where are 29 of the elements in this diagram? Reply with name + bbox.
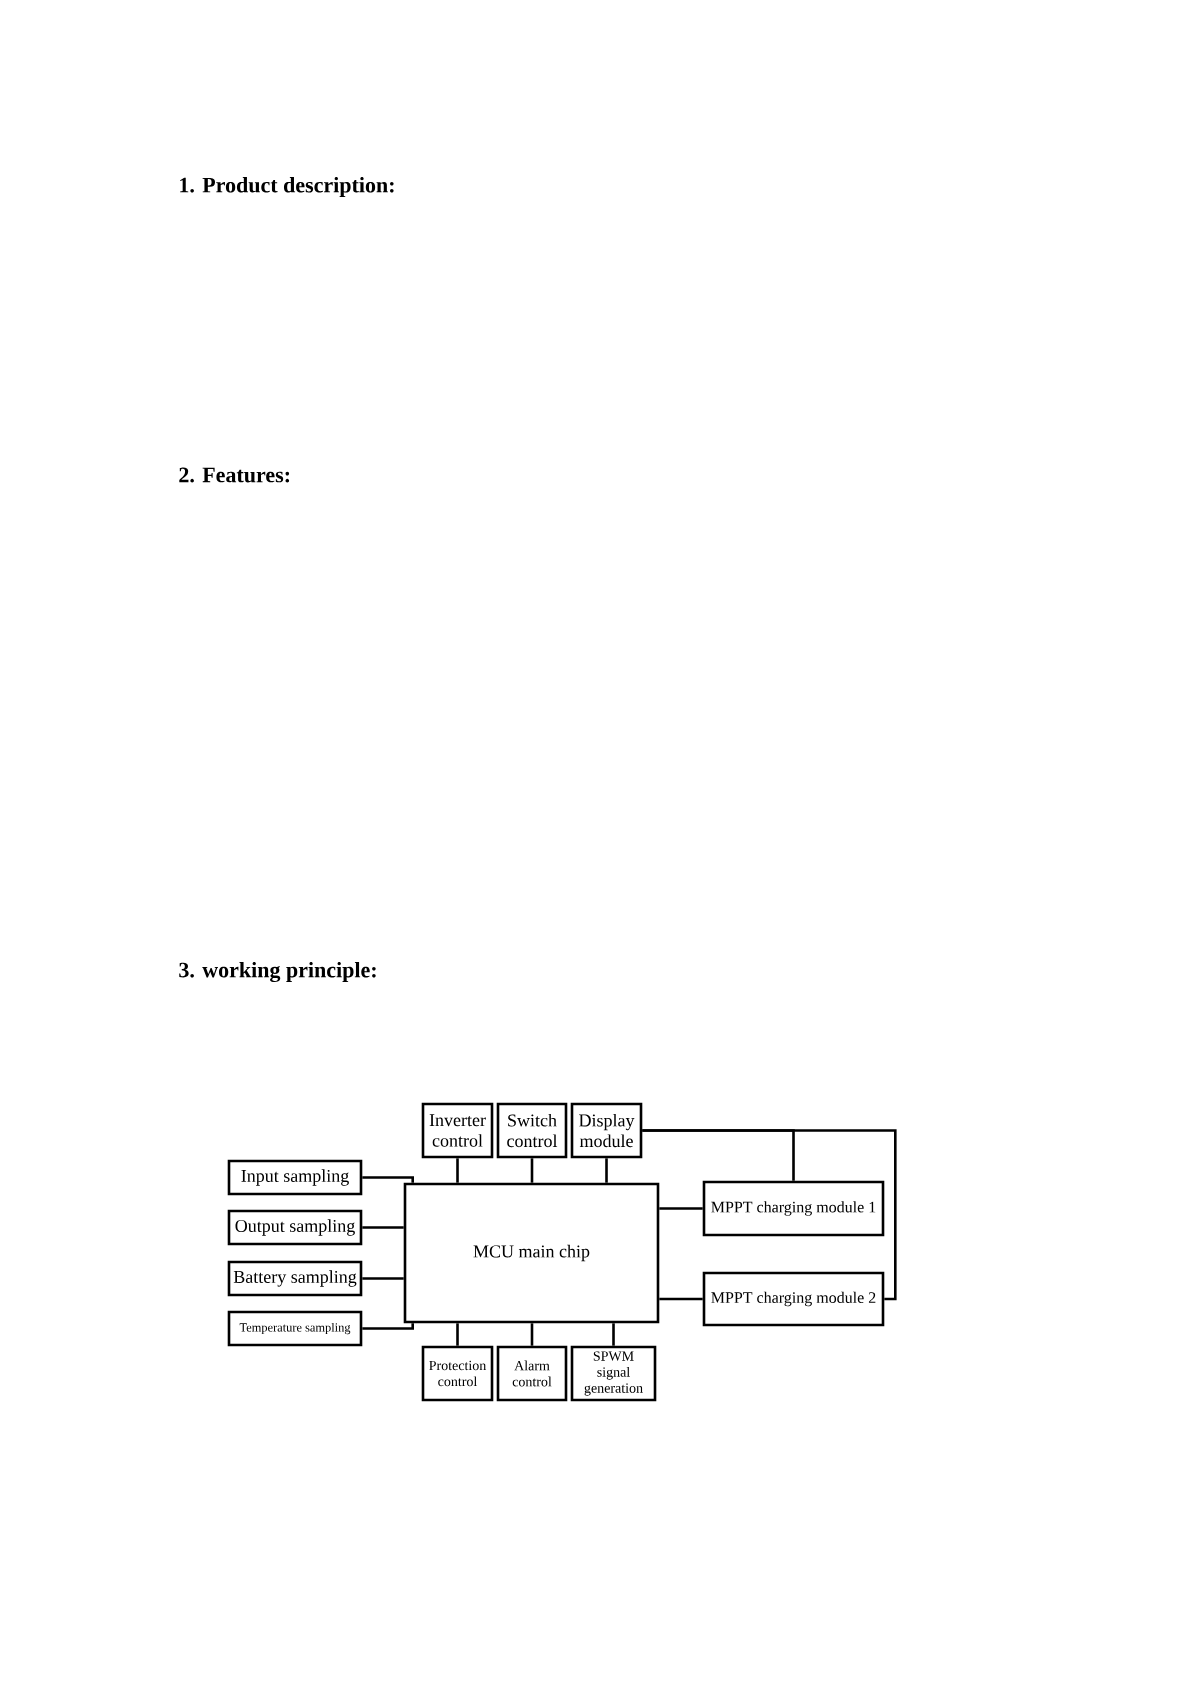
block-box: Battery sampling <box>227 1260 363 1297</box>
connector-line <box>605 1158 608 1183</box>
connector-line <box>362 1226 404 1229</box>
connector-line <box>612 1323 615 1346</box>
block-box: Inverter control <box>421 1102 494 1159</box>
block-box: Switch control <box>496 1102 568 1159</box>
connector-line <box>362 1323 414 1330</box>
block-box: Input sampling <box>227 1159 363 1196</box>
block-box: MCU main chip <box>403 1182 660 1324</box>
section-heading: 1. Product description: <box>180 177 394 197</box>
block-box: MPPT charging module 1 <box>702 1180 885 1237</box>
connector-line <box>530 1323 534 1346</box>
block-box: MPPT charging module 2 <box>702 1271 885 1327</box>
block-box: SPWM signal generation <box>570 1345 657 1402</box>
block-box: Alarm control <box>496 1345 568 1402</box>
block-box: Display module <box>570 1102 643 1159</box>
block-box: Output sampling <box>227 1209 363 1246</box>
block-box: Temperature sampling <box>227 1310 363 1347</box>
connector-line <box>642 1129 897 1301</box>
connector-line <box>659 1297 703 1301</box>
connector-line <box>456 1158 459 1183</box>
section-heading: 2. Features: <box>179 467 290 483</box>
connector-line <box>530 1158 534 1183</box>
connector-line <box>362 1277 404 1280</box>
connector-line <box>362 1176 414 1183</box>
connector-line <box>456 1323 459 1346</box>
block-box: Protection control <box>421 1345 494 1402</box>
section-heading: 3. working principle: <box>179 961 376 983</box>
connector-line <box>659 1207 703 1210</box>
